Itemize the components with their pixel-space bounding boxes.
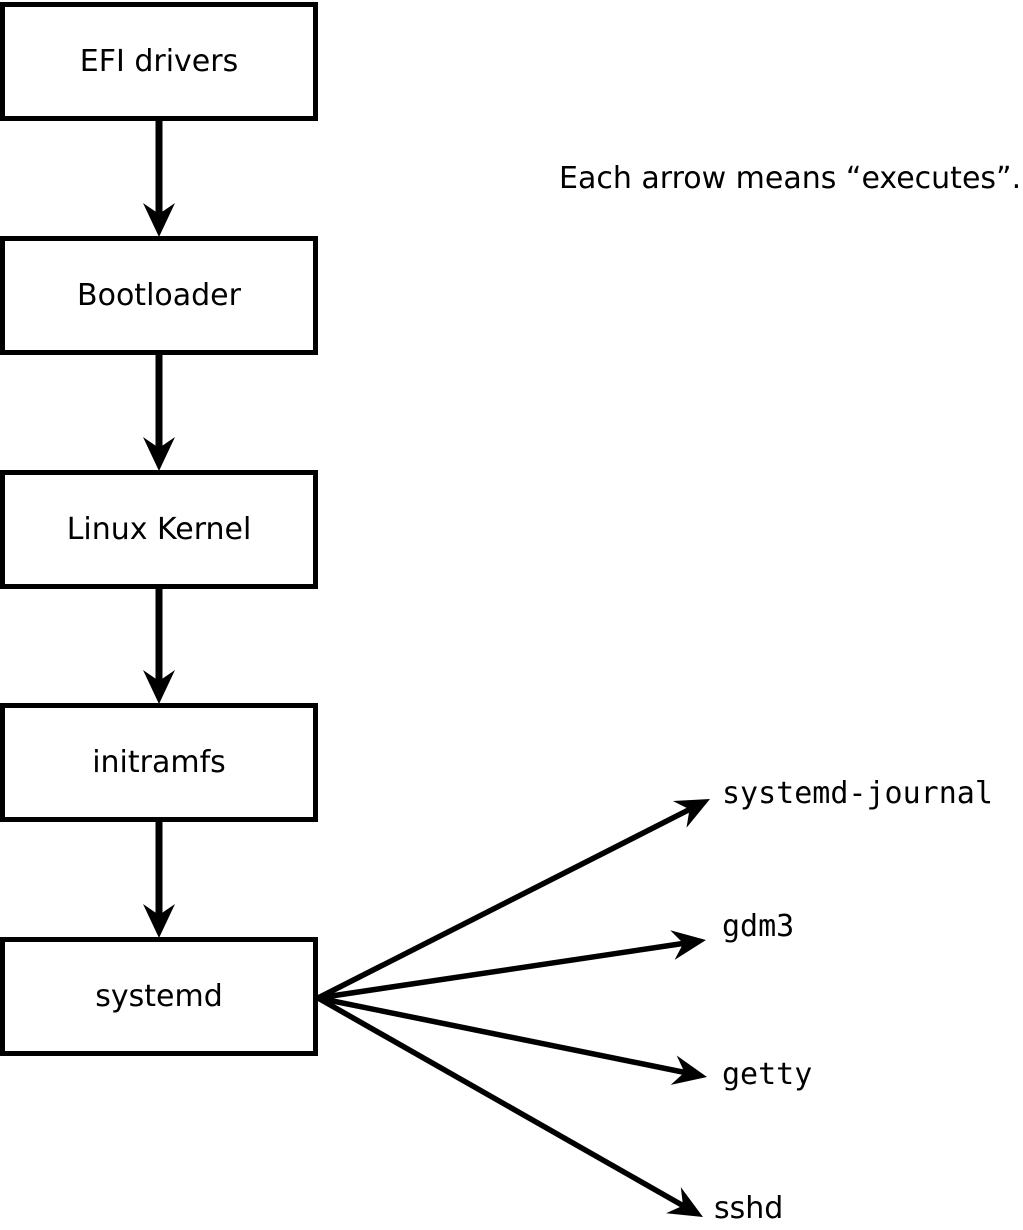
arrow-systemd-to-systemd-journal <box>316 799 710 1001</box>
node-linux-kernel: Linux Kernel <box>0 470 318 589</box>
node-bootloader-label: Bootloader <box>77 277 241 313</box>
node-systemd-label: systemd <box>95 978 223 1014</box>
arrow-efi-drivers-to-bootloader <box>143 119 175 237</box>
arrow-systemd-to-getty <box>317 995 707 1085</box>
node-initramfs: initramfs <box>0 703 318 822</box>
label-gdm3: gdm3 <box>722 909 795 944</box>
label-sshd: sshd <box>714 1191 784 1226</box>
node-linux-kernel-label: Linux Kernel <box>66 511 252 547</box>
label-getty: getty <box>722 1057 813 1092</box>
node-systemd: systemd <box>0 937 318 1056</box>
arrow-legend-caption: Each arrow means “executes”. <box>559 161 1022 196</box>
arrow-systemd-to-gdm3 <box>317 930 706 1001</box>
label-systemd-journal: systemd-journal <box>722 776 993 811</box>
node-efi-drivers: EFI drivers <box>0 2 318 121</box>
arrow-bootloader-to-linux-kernel <box>143 353 175 471</box>
node-initramfs-label: initramfs <box>92 744 226 780</box>
node-efi-drivers-label: EFI drivers <box>79 43 239 79</box>
arrow-initramfs-to-systemd <box>143 821 175 938</box>
arrow-systemd-to-sshd <box>316 995 703 1217</box>
arrow-linux-kernel-to-initramfs <box>143 587 175 704</box>
node-bootloader: Bootloader <box>0 236 318 355</box>
